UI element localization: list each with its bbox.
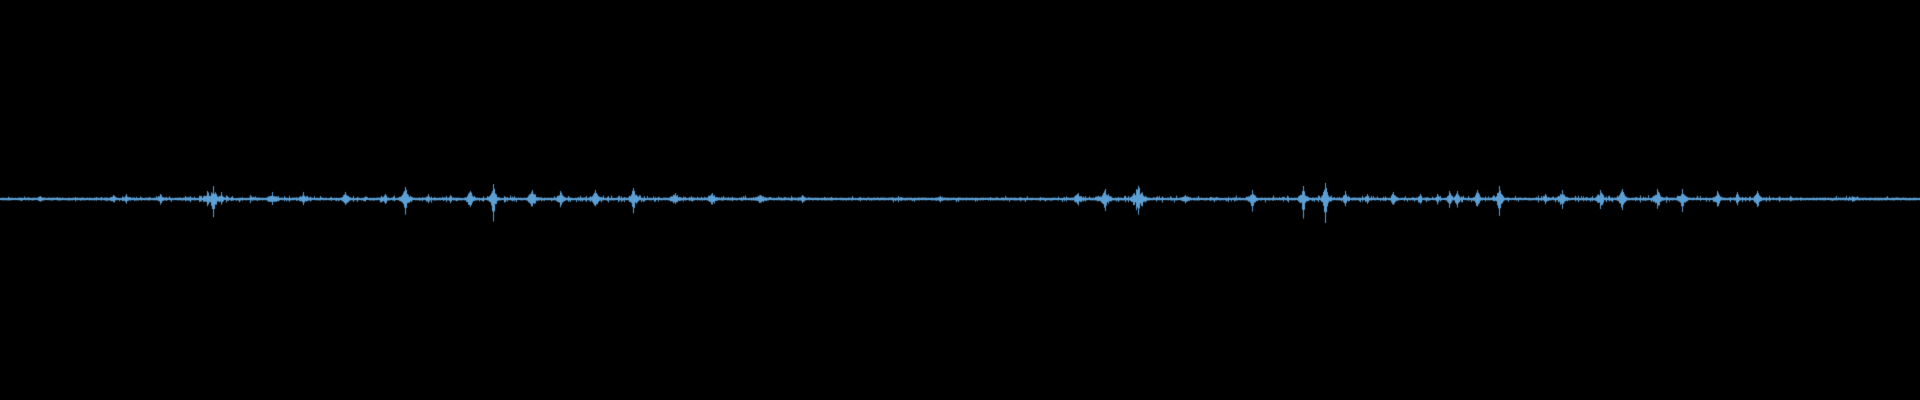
audio-waveform-viewer: [0, 0, 1920, 400]
waveform-canvas[interactable]: [0, 0, 1920, 400]
